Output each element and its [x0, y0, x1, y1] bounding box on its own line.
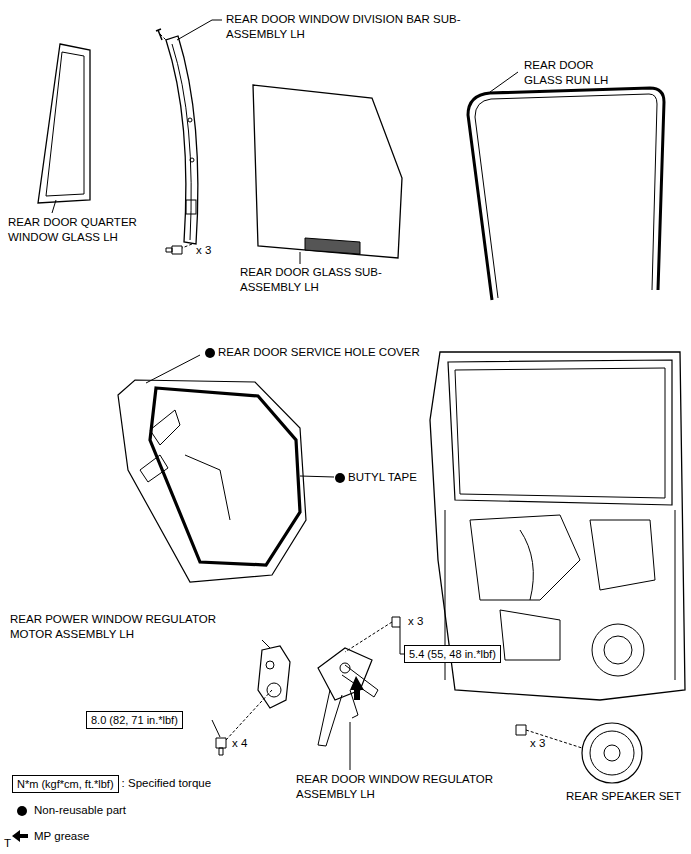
- legend-text: Non-reusable part: [34, 803, 126, 818]
- part-name: : Specified torque: [122, 776, 212, 791]
- torque-value: 5.4 (55, 48 in.*lbf): [409, 648, 496, 660]
- torque-box: N*m (kgf*cm, ft.*lbf): [12, 775, 119, 793]
- quantity-label: x 3: [196, 243, 211, 258]
- torque-value: 8.0 (82, 71 in.*lbf): [91, 714, 178, 726]
- part-name: REAR POWER WINDOW REGULATOR MOTOR ASSEMB…: [10, 612, 250, 642]
- part-name: REAR DOOR WINDOW REGULATOR ASSEMBLY LH: [296, 772, 506, 802]
- quantity-label: x 3: [408, 614, 423, 629]
- quantity-label: x 3: [530, 736, 545, 751]
- part-name: BUTYL TAPE: [348, 470, 417, 485]
- part-name: REAR DOOR SERVICE HOLE COVER: [218, 345, 420, 360]
- legend-symbols: [0, 0, 40, 854]
- part-name: REAR DOOR QUARTER WINDOW GLASS LH: [8, 215, 158, 245]
- part-name: REAR DOOR WINDOW DIVISION BAR SUB-ASSEMB…: [226, 12, 466, 42]
- part-name: REAR DOOR GLASS RUN LH: [524, 58, 624, 88]
- legend-text: MP grease: [34, 829, 89, 844]
- torque-box: 8.0 (82, 71 in.*lbf): [86, 711, 183, 729]
- part-name: REAR DOOR GLASS SUB-ASSEMBLY LH: [240, 265, 410, 295]
- quantity-label: x 4: [232, 736, 247, 751]
- part-name: REAR SPEAKER SET: [566, 789, 681, 804]
- part-name: T: [4, 836, 11, 851]
- torque-value: N*m (kgf*cm, ft.*lbf): [17, 778, 114, 790]
- torque-box: 5.4 (55, 48 in.*lbf): [404, 645, 501, 663]
